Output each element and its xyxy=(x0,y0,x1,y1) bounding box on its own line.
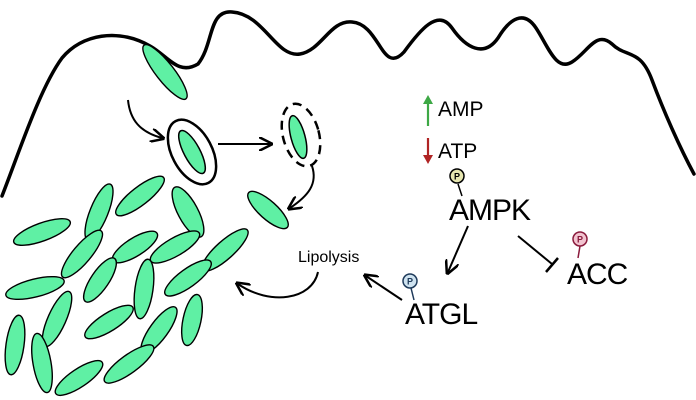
lipid-droplet xyxy=(171,186,205,238)
lipid-droplet xyxy=(54,359,104,397)
lipid-droplet xyxy=(164,259,212,297)
cell-membrane xyxy=(0,10,696,198)
atgl-phospho-circle-icon: P xyxy=(402,273,418,301)
ampk-phospho-circle-icon: P xyxy=(449,168,465,197)
up-arrow-icon xyxy=(423,95,433,126)
atgl-phospho-label: P xyxy=(407,277,413,287)
lipid-droplet xyxy=(60,229,104,279)
acc-phospho-circle-icon: P xyxy=(572,231,588,259)
lipid-droplet xyxy=(5,275,65,301)
arrow-lipolysis-to-cluster xyxy=(238,271,319,299)
lipid-droplet xyxy=(103,344,155,384)
lipid-droplet xyxy=(12,218,72,246)
ampk-label: AMPK xyxy=(449,194,531,227)
amp-label: AMP xyxy=(438,98,484,121)
acc-label: ACC xyxy=(567,258,628,291)
atp-label: ATP xyxy=(438,140,477,163)
inhibition-ampk-acc xyxy=(517,235,559,273)
lipid-droplet xyxy=(247,190,289,230)
lipid-droplet xyxy=(115,175,165,217)
ampk-phospho-label: P xyxy=(454,172,460,182)
lipid-droplet xyxy=(31,332,53,394)
lipid-droplet xyxy=(142,43,188,101)
lipid-droplet xyxy=(82,257,118,303)
arrow-atgl-to-lipolysis xyxy=(366,276,403,301)
acc-phospho-label: P xyxy=(577,235,583,245)
lipid-droplet xyxy=(180,293,204,347)
lipid-droplet-cluster xyxy=(4,43,289,397)
arrow-dashed-to-cluster xyxy=(290,165,315,208)
engulfed-droplet xyxy=(166,118,218,186)
lipolysis-label: Lipolysis xyxy=(298,249,359,266)
atgl-label: ATGL xyxy=(405,298,477,331)
arrow-ampk-to-atgl xyxy=(448,225,469,272)
down-arrow-icon xyxy=(423,138,433,164)
dashed-engulfed-droplet xyxy=(280,102,322,168)
lipid-droplet xyxy=(84,304,134,340)
arrow-droplet-to-engulf xyxy=(127,99,162,138)
lipid-droplet xyxy=(4,314,26,376)
lipid-droplet xyxy=(133,258,155,320)
